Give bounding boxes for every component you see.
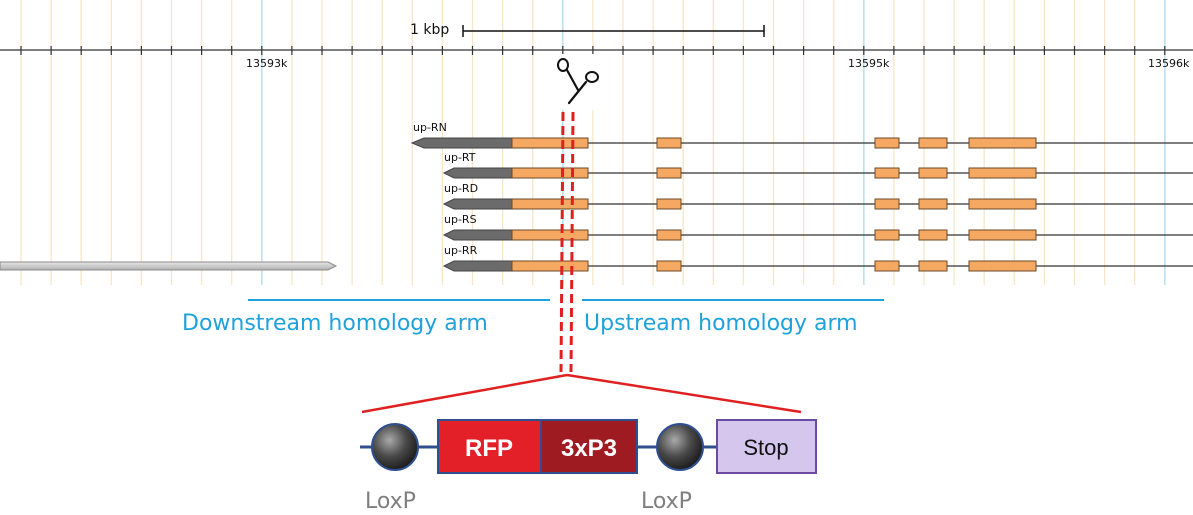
rfp-cassette: RFP bbox=[437, 419, 542, 474]
scale-bar-label: 1 kbp bbox=[410, 22, 449, 38]
transcript-label: up-RT bbox=[444, 151, 476, 164]
transcript-label: up-RD bbox=[444, 182, 478, 195]
promoter-label: 3xP3 bbox=[561, 435, 617, 462]
scissors-icon bbox=[542, 54, 604, 110]
transcript-up-RS[interactable]: up-RS bbox=[442, 213, 1193, 241]
upstream-homology-arm-label: Upstream homology arm bbox=[584, 311, 858, 336]
promoter-3xp3: 3xP3 bbox=[540, 419, 638, 474]
ruler-label-13593k: 13593k bbox=[246, 57, 288, 70]
scale-bar: 1 kbp bbox=[410, 22, 765, 38]
neighbor-gene-feature bbox=[0, 261, 338, 271]
cut-site-lines bbox=[559, 111, 575, 373]
insertion-callout bbox=[361, 373, 802, 414]
loxp-label-right: LoxP bbox=[641, 489, 692, 514]
genome-browser-track: 1 kbp 13593k 13595k 13596k up-RN bbox=[0, 0, 1193, 285]
homology-arms: Downstream homology arm Upstream homolog… bbox=[182, 299, 884, 336]
transcript-label: up-RN bbox=[413, 121, 447, 134]
loxp-site-right bbox=[656, 423, 704, 471]
transcript-up-RT[interactable]: up-RT bbox=[442, 151, 1193, 179]
transcript-label: up-RS bbox=[444, 213, 477, 226]
transcript-up-RR[interactable]: up-RR bbox=[442, 244, 1193, 272]
stop-cassette: Stop bbox=[716, 419, 817, 474]
ruler-label-13595k: 13595k bbox=[848, 57, 890, 70]
stop-label: Stop bbox=[743, 435, 788, 460]
loxp-label-left: LoxP bbox=[365, 489, 416, 514]
ruler-label-13596k: 13596k bbox=[1148, 57, 1190, 70]
transcript-up-RN[interactable]: up-RN bbox=[410, 121, 1193, 149]
loxp-site-left bbox=[371, 423, 419, 471]
coordinate-ruler: 13593k 13595k 13596k bbox=[0, 46, 1193, 70]
transcript-up-RD[interactable]: up-RD bbox=[442, 182, 1193, 210]
rfp-label: RFP bbox=[465, 435, 513, 462]
donor-construct: RFP 3xP3 Stop LoxP LoxP bbox=[360, 419, 817, 514]
transcript-label: up-RR bbox=[444, 244, 478, 257]
downstream-homology-arm-label: Downstream homology arm bbox=[182, 311, 488, 336]
